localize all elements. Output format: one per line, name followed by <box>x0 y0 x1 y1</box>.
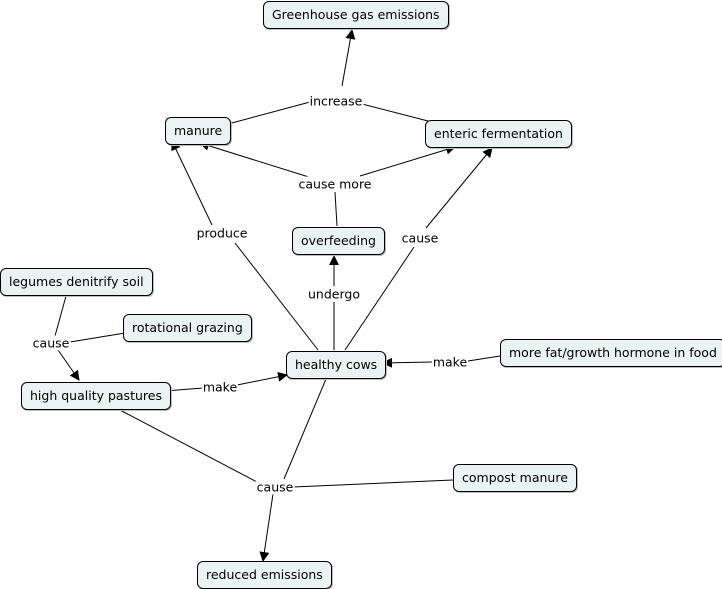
arrow-increase-greenhouse <box>341 29 356 87</box>
arrow-produce-manure <box>171 140 213 226</box>
arrow-causemore-enteric <box>359 144 456 177</box>
arrow-causemore-manure <box>199 140 313 179</box>
arrow-cause-pastures <box>57 349 80 381</box>
line-healthy-produce <box>234 242 319 351</box>
line-pastures-cause <box>117 408 258 483</box>
concept-enteric-fermentation[interactable]: enteric fermentation <box>425 120 572 148</box>
concept-reduced-emissions[interactable]: reduced emissions <box>197 561 332 589</box>
link-label-cause-reduced: cause <box>255 479 295 495</box>
line-rotational-cause <box>69 332 126 343</box>
line-enteric-increase <box>361 103 429 122</box>
concept-fat-growth-hormone[interactable]: more fat/growth hormone in food <box>500 339 722 367</box>
line-legumes-cause <box>54 295 67 337</box>
link-label-cause-more: cause more <box>297 176 373 192</box>
link-label-increase: increase <box>308 93 364 109</box>
link-label-cause-pastures: cause <box>31 335 71 351</box>
line-healthy-cause <box>344 246 415 351</box>
concept-greenhouse-gas-emissions[interactable]: Greenhouse gas emissions <box>263 1 449 29</box>
line-pastures-make <box>164 387 204 392</box>
line-compost-cause <box>292 479 454 488</box>
link-label-make-fat: make <box>431 354 469 370</box>
concept-rotational-grazing[interactable]: rotational grazing <box>123 314 252 342</box>
concept-high-quality-pastures[interactable]: high quality pastures <box>21 382 171 410</box>
concept-legumes-denitrify-soil[interactable]: legumes denitrify soil <box>0 268 153 296</box>
arrow-make-healthy-2 <box>236 371 288 386</box>
line-fat-make <box>467 355 501 362</box>
line-healthy-cause-2 <box>283 378 327 480</box>
concept-overfeeding[interactable]: overfeeding <box>292 227 385 255</box>
concept-compost-manure[interactable]: compost manure <box>453 464 577 492</box>
link-label-cause-enteric: cause <box>400 230 440 246</box>
arrow-make-healthy <box>382 357 433 368</box>
line-manure-increase <box>227 101 311 125</box>
concept-healthy-cows[interactable]: healthy cows <box>286 351 387 379</box>
arrow-cause-enteric <box>425 147 493 229</box>
link-label-undergo: undergo <box>307 286 361 302</box>
link-label-produce: produce <box>195 225 249 241</box>
line-overfeeding-causemore <box>334 191 338 227</box>
concept-manure[interactable]: manure <box>165 117 232 145</box>
arrow-cause-reduced <box>259 493 274 562</box>
link-label-make-pastures: make <box>201 379 239 395</box>
